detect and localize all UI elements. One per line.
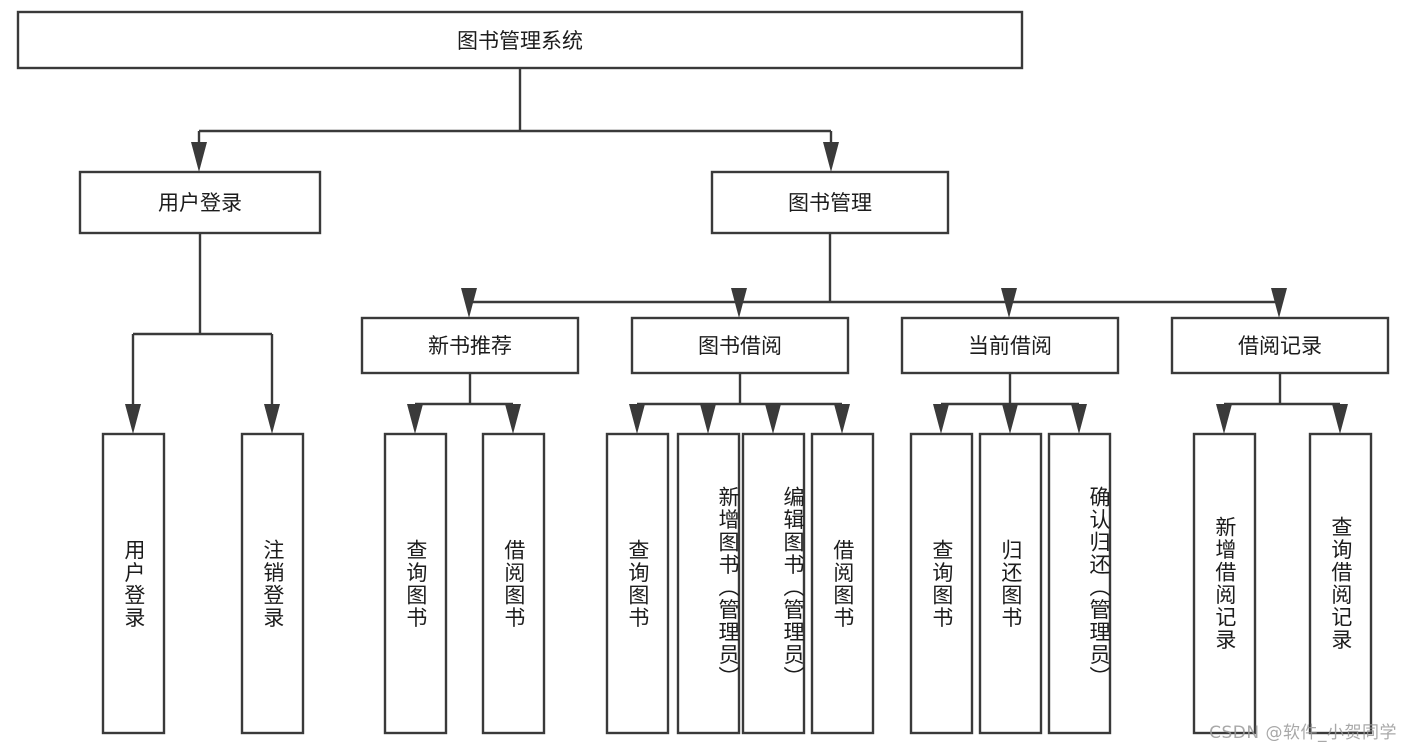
connector-new-book-recommend-to-leaves — [407, 373, 521, 434]
leaf-node-new-book-recommend-0[interactable] — [383, 432, 448, 735]
connector-book-borrow-to-leaves — [629, 373, 850, 434]
arrow-leaf-bb-0 — [629, 404, 645, 434]
user-login-label: 用户登录 — [158, 191, 242, 215]
leaf-node-new-book-recommend-1[interactable] — [481, 432, 546, 735]
arrow-user-login — [191, 142, 207, 172]
arrow-book-manage — [823, 142, 839, 172]
arrow-leaf-cb-0 — [933, 404, 949, 434]
current-borrow-box — [900, 316, 1120, 375]
connector-root-to-level2 — [191, 68, 839, 172]
arrow-leaf-bb-2 — [765, 404, 781, 434]
leaf-node-book-borrow-1[interactable] — [676, 432, 741, 735]
node-root[interactable]: 图书管理系统 — [16, 10, 1024, 70]
connector-borrow-record-to-leaves — [1216, 373, 1348, 434]
arrow-level3-0 — [461, 288, 477, 318]
arrow-leaf-br-1 — [1332, 404, 1348, 434]
leaf-box-cb-0 — [909, 432, 974, 735]
leaf-box-bb-3 — [810, 432, 875, 735]
arrow-leaf-nbr-1 — [505, 404, 521, 434]
arrow-level3-3 — [1271, 288, 1287, 318]
arrow-level3-2 — [1001, 288, 1017, 318]
arrow-leaf-cb-1 — [1002, 404, 1018, 434]
arrow-leaf-bb-1 — [700, 404, 716, 434]
leaf-box-cb-2 — [1047, 432, 1112, 735]
leaf-box-bb-0 — [605, 432, 670, 735]
book-borrow-box — [630, 316, 850, 375]
leaf-node-user-login-1[interactable] — [240, 432, 305, 735]
leaf-node-current-borrow-0[interactable] — [909, 432, 974, 735]
leaf-box-br-0 — [1192, 432, 1257, 735]
borrow-record-box — [1170, 316, 1390, 375]
node-user-login[interactable]: 用户登录 — [78, 170, 322, 235]
arrow-level3-1 — [731, 288, 747, 318]
leaf-box-user-login-1 — [240, 432, 305, 735]
arrow-leaf-user-login-1 — [264, 404, 280, 434]
arrow-leaf-br-0 — [1216, 404, 1232, 434]
book-manage-label: 图书管理 — [788, 191, 872, 215]
leaf-box-br-1 — [1308, 432, 1373, 735]
arrow-leaf-bb-3 — [834, 404, 850, 434]
node-book-manage[interactable]: 图书管理 — [710, 170, 950, 235]
leaf-node-user-login-0[interactable] — [101, 432, 166, 735]
leaf-box-bb-1 — [676, 432, 741, 735]
leaf-node-borrow-record-0[interactable] — [1192, 432, 1257, 735]
new-book-recommend-box — [360, 316, 580, 375]
leaf-box-user-login-0 — [101, 432, 166, 735]
csdn-watermark: CSDN @软件_小贺同学 — [1209, 723, 1397, 743]
leaf-node-current-borrow-2[interactable] — [1047, 432, 1112, 735]
borrow-record-label: 借阅记录 — [1238, 334, 1322, 358]
leaf-node-book-borrow-3[interactable] — [810, 432, 875, 735]
leaf-node-borrow-record-1[interactable] — [1308, 432, 1373, 735]
book-manage-box — [710, 170, 950, 235]
connector-user-login-to-leaves — [125, 233, 280, 434]
connector-book-manage-to-level3 — [461, 233, 1287, 318]
root-label: 图书管理系统 — [457, 29, 583, 53]
leaf-node-book-borrow-0[interactable] — [605, 432, 670, 735]
book-borrow-label: 图书借阅 — [698, 334, 782, 358]
arrow-leaf-nbr-0 — [407, 404, 423, 434]
new-book-recommend-label: 新书推荐 — [428, 334, 512, 358]
leaf-box-nbr-0 — [383, 432, 448, 735]
connector-current-borrow-to-leaves — [933, 373, 1087, 434]
arrow-leaf-user-login-0 — [125, 404, 141, 434]
node-current-borrow[interactable]: 当前借阅 — [900, 316, 1120, 375]
node-new-book-recommend[interactable]: 新书推荐 — [360, 316, 580, 375]
arrow-leaf-cb-2 — [1071, 404, 1087, 434]
node-borrow-record[interactable]: 借阅记录 — [1170, 316, 1390, 375]
leaf-node-current-borrow-1[interactable] — [978, 432, 1043, 735]
leaf-box-bb-2 — [741, 432, 806, 735]
leaf-node-book-borrow-2[interactable] — [741, 432, 806, 735]
current-borrow-label: 当前借阅 — [968, 334, 1052, 358]
root-box — [16, 10, 1024, 70]
node-book-borrow[interactable]: 图书借阅 — [630, 316, 850, 375]
leaf-box-cb-1 — [978, 432, 1043, 735]
leaf-box-nbr-1 — [481, 432, 546, 735]
